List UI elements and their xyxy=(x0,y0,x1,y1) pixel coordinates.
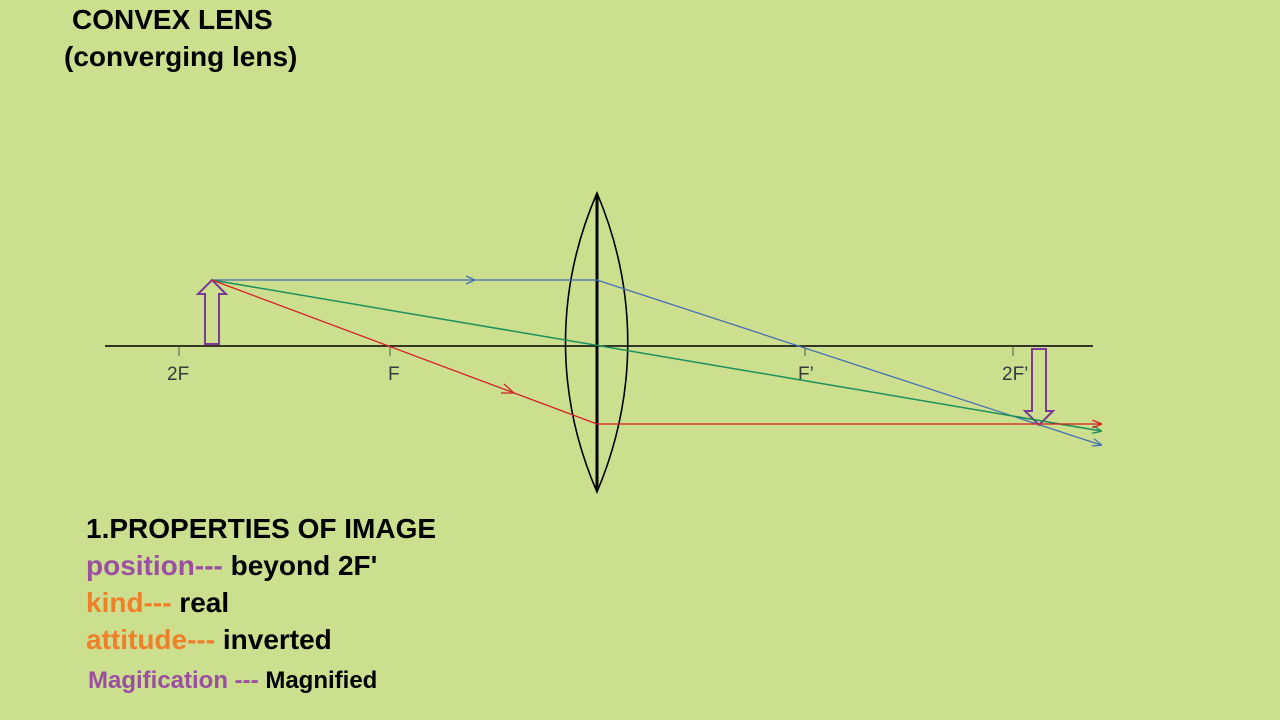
ray-focal-incident xyxy=(211,279,598,425)
property-attitude: attitude--- inverted xyxy=(86,621,436,658)
properties-heading: 1.PROPERTIES OF IMAGE xyxy=(86,513,437,544)
position-label: position--- xyxy=(86,550,223,581)
convex-lens xyxy=(564,190,629,495)
kind-value: real xyxy=(171,587,230,618)
label-2f: 2F xyxy=(167,364,189,385)
attitude-value: inverted xyxy=(215,624,332,655)
position-value: beyond 2F' xyxy=(222,550,378,581)
ray-parallel-refracted xyxy=(596,279,1101,445)
magnification-label: Magification --- xyxy=(88,667,259,694)
ray-center xyxy=(211,279,1101,431)
property-magnification: Magification --- Magnified xyxy=(86,662,436,699)
kind-label: kind--- xyxy=(86,587,172,618)
ray-parallel-arrowhead xyxy=(465,275,477,285)
page-title: CONVEX LENS xyxy=(72,4,273,35)
magnification-value: Magnified xyxy=(258,667,378,694)
property-kind: kind--- real xyxy=(86,584,436,621)
ray-focal-arrowhead xyxy=(501,383,516,394)
label-f: F xyxy=(388,364,400,385)
attitude-label: attitude--- xyxy=(86,624,216,655)
label-2f-prime: 2F’ xyxy=(1002,364,1028,385)
image-properties: 1.PROPERTIES OF IMAGE position--- beyond… xyxy=(86,510,436,699)
page-subtitle: (converging lens) xyxy=(64,41,298,72)
property-position: position--- beyond 2F' xyxy=(86,547,436,584)
object-arrow xyxy=(195,278,229,345)
image-arrow xyxy=(1022,348,1056,427)
